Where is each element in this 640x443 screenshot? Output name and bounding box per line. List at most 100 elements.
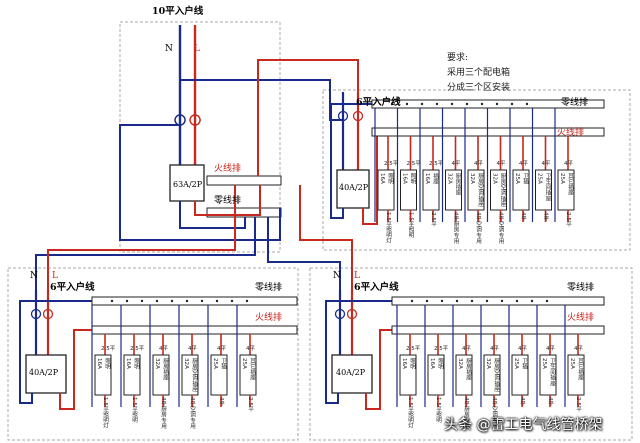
panel-right-top-circuit-destination: 4平 bbox=[520, 212, 526, 222]
panel-bottom-right-circuit-breaker bbox=[455, 354, 473, 396]
panel-right-top-neutral-bar-screw bbox=[435, 102, 439, 106]
panel-right-top-circuit-breaker bbox=[512, 169, 530, 211]
panel-right-top-neutral-bar-screw bbox=[495, 102, 499, 106]
panel-bottom-left-circuit-breaker bbox=[94, 354, 112, 396]
panel-bottom-right-circuit-breaker bbox=[567, 354, 585, 396]
panel-bottom-left-neutral-bar-screw bbox=[140, 299, 144, 303]
panel-right-top-circuit-wire-size: 2.5平 bbox=[429, 161, 444, 167]
panel-bottom-left-circuit-wire-size: 4平 bbox=[159, 346, 168, 352]
panel-right-top-circuit-breaker bbox=[535, 169, 552, 211]
requirements-line1: 采用三个配电箱 bbox=[447, 68, 511, 78]
neutral-feeder-top-right bbox=[180, 79, 343, 121]
panel-right-top-circuit-rating: 16A bbox=[401, 173, 408, 184]
panel-bottom-right-circuit-name: 其它插座 bbox=[577, 358, 583, 381]
panel-bottom-left-live-loop bbox=[42, 308, 54, 320]
panel-bottom-right-circuit-wire-size: 4平 bbox=[546, 346, 555, 352]
panel-right-top-circuit-rating: 32A bbox=[469, 173, 475, 184]
top-l-label: L bbox=[194, 44, 200, 54]
panel-right-top-circuit-name: 插座 bbox=[432, 173, 438, 185]
panel-bottom-right-neutral-bar-screw bbox=[440, 299, 444, 303]
panel-right-top-circuit-destination: 4平 bbox=[542, 212, 549, 222]
panel-bottom-right-circuit-wire-size: 4平 bbox=[574, 346, 583, 352]
panel-bottom-right-circuit-name: 厨房空调插座 bbox=[493, 358, 499, 392]
main-live-link bbox=[194, 185, 261, 216]
panel-bottom-right-circuit-name: 照明 bbox=[409, 358, 415, 370]
panel-bottom-left-circuit-name: 照明 bbox=[133, 358, 139, 370]
main-live-bar bbox=[206, 175, 282, 186]
static-wiring bbox=[7, 21, 633, 441]
panel-right-top-circuit-breaker bbox=[557, 169, 575, 211]
panel-bottom-right-neutral-bar bbox=[391, 296, 605, 306]
panel-right-top-circuit-breaker bbox=[467, 169, 485, 211]
panel-bottom-right-circuit-rating: 25A bbox=[541, 358, 547, 369]
panel-bottom-left-live-bar bbox=[91, 325, 298, 335]
panel-bottom-right-circuit-name: 厨房插座 bbox=[465, 358, 471, 381]
panel-bottom-left-circuit-breaker bbox=[239, 354, 257, 396]
panel-bottom-right-circuit-breaker bbox=[427, 354, 445, 396]
panel-bottom-left-circuit-destination: 2.5平 bbox=[247, 397, 253, 412]
panel-bottom-right-circuit-breaker bbox=[539, 354, 557, 396]
panel-bottom-right-circuit-breaker bbox=[399, 354, 417, 396]
panel-bottom-left-circuit-name: 厨房插座 bbox=[162, 358, 168, 381]
panel-right-top-circuit-destination: 4平空调专用 bbox=[497, 212, 504, 244]
panel-right-top-circuit-wire-size: 4平 bbox=[541, 161, 551, 167]
main-neutral-link bbox=[179, 201, 246, 229]
panel-bottom-left-circuit-breaker bbox=[181, 354, 199, 396]
panel-bottom-right-live-bar bbox=[391, 325, 605, 335]
panel-bottom-left-neutral-bar-screw bbox=[245, 299, 249, 303]
panel-bottom-right-circuit-destination: 4平厨房专用 bbox=[463, 397, 469, 429]
bottom-right-box-frame bbox=[309, 267, 633, 441]
panel-bottom-right-neutral-bar-screw bbox=[515, 299, 519, 303]
panel-bottom-right-circuit-destination: 4平 bbox=[547, 397, 553, 407]
panel-bottom-left-circuit-name: 照明 bbox=[104, 358, 110, 370]
panel-bottom-right-live-to-bar bbox=[365, 329, 392, 410]
panel-wiring bbox=[19, 92, 605, 410]
panel-bottom-right-neutral-loop bbox=[334, 308, 346, 320]
panel-bottom-right-circuit-wire-size: 2.5平 bbox=[406, 346, 421, 352]
panel-bottom-left-neutral-bar-screw bbox=[200, 299, 204, 303]
panel-bottom-right-circuit-destination: 4平空调专用 bbox=[491, 397, 497, 429]
panel-bottom-left-neutral-loop bbox=[30, 308, 42, 320]
panel-bottom-right-circuit-name: 照明 bbox=[437, 358, 443, 370]
panel-right-top-circuit-breaker bbox=[400, 169, 417, 211]
panel-right-top-neutral-loop bbox=[337, 110, 349, 122]
panel-right-top-circuit-name: 照明 bbox=[409, 173, 416, 185]
panel-bottom-right-circuit-rating: 16A bbox=[429, 358, 435, 369]
panel-right-top-live-loop bbox=[352, 110, 364, 122]
panel-right-top-circuit-breaker bbox=[377, 169, 395, 211]
bottom-left-box-frame bbox=[7, 267, 299, 441]
panel-right-top-circuit-wire-size: 4平 bbox=[519, 161, 528, 167]
panel-right-top-neutral-bar-screw bbox=[420, 102, 424, 106]
br-n-label: N bbox=[333, 271, 341, 281]
panel-bottom-right-neutral-bar-screw bbox=[500, 299, 504, 303]
panel-right-top-circuit-destination: 1.5平照明 bbox=[407, 212, 414, 238]
panel-bottom-right-circuit-name: 卫插 bbox=[521, 358, 527, 370]
panel-bottom-right-circuit-rating: 16A bbox=[401, 358, 407, 369]
panel-bottom-left-circuit-destination: 4平空调专用 bbox=[189, 397, 195, 429]
panel-bottom-right-circuit-name: 卫生间插座 bbox=[549, 358, 555, 386]
panel-right-top-neutral-bar-screw bbox=[510, 102, 514, 106]
panel-bottom-right-circuit-wire-size: 4平 bbox=[462, 346, 471, 352]
panel-right-top-neutral-to-bar bbox=[330, 103, 372, 219]
panel-bottom-right-neutral-bar-screw bbox=[470, 299, 474, 303]
panel-bottom-right-circuit-wire-size: 2.5平 bbox=[434, 346, 449, 352]
panel-right-top-circuit-wire-size: 4平 bbox=[474, 161, 483, 167]
panel-bottom-left-neutral-bar-screw bbox=[125, 299, 129, 303]
panel-right-top-circuit-destination: 1.5平照明灯 bbox=[385, 212, 391, 244]
live-feeder-bottom-right bbox=[299, 185, 353, 290]
panel-right-top-circuit-rating: 16A bbox=[424, 173, 430, 184]
panel-bottom-right-circuit-destination: 4平 bbox=[519, 397, 525, 407]
panel-right-top-circuit-destination: 2.5平 bbox=[565, 212, 571, 227]
watermark: 头条 @雷工电气线管桥架 bbox=[444, 417, 603, 433]
panel-bottom-left-circuit-rating: 25A bbox=[241, 358, 247, 369]
panel-right-top-main-breaker bbox=[336, 169, 370, 209]
bl-l-label: L bbox=[52, 271, 58, 281]
panel-bottom-left-neutral-bar bbox=[91, 296, 298, 306]
panel-right-top-neutral-bar-screw bbox=[405, 102, 409, 106]
panel-bottom-right-circuit-wire-size: 4平 bbox=[518, 346, 527, 352]
panel-bottom-right-circuit-destination: 1.5平照明灯 bbox=[407, 397, 413, 429]
panel-bottom-left-neutral-bar-screw bbox=[110, 299, 114, 303]
panel-bottom-left-circuit-destination: 1.5平照明 bbox=[131, 397, 137, 423]
br-main-breaker-label: 40A/2P bbox=[336, 368, 366, 377]
panel-right-top-circuit-name: 卫生间插座 bbox=[544, 173, 551, 201]
